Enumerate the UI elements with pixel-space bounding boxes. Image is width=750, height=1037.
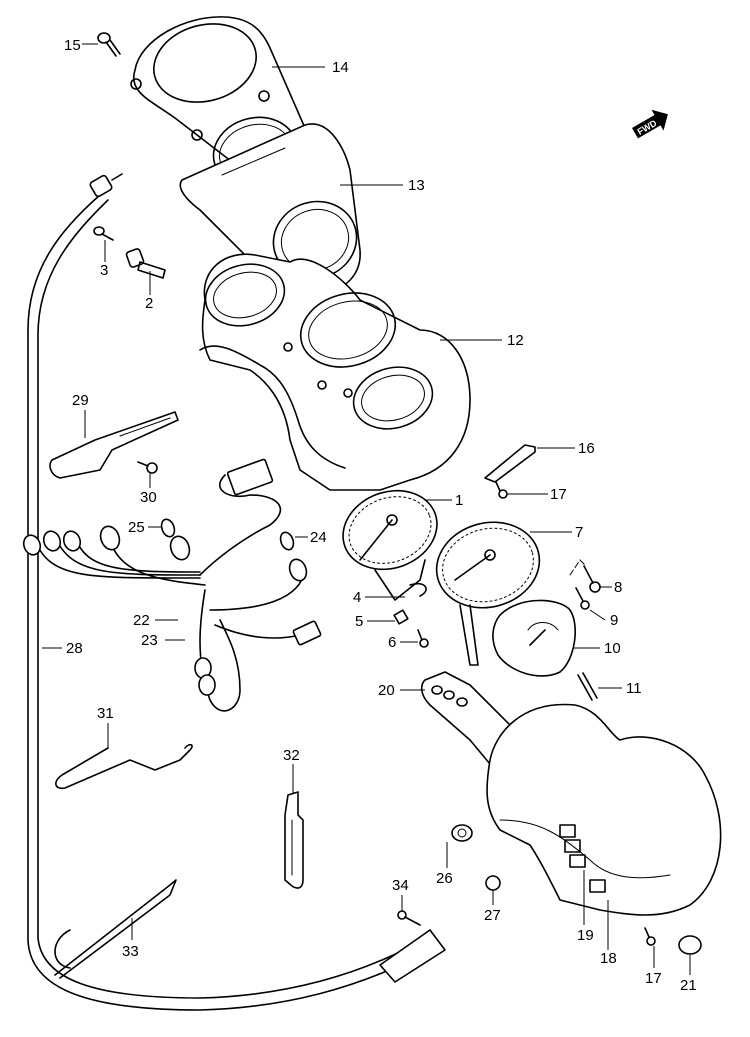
callout-15: 15 [64, 37, 81, 54]
callout-33: 33 [122, 943, 139, 960]
part-30-screw [137, 461, 158, 474]
part-11-screw [577, 672, 598, 701]
callout-19: 19 [577, 927, 594, 944]
part-17-screw-lower [644, 927, 656, 946]
part-8-screw [569, 559, 601, 593]
part-34-screw [397, 910, 421, 926]
part-5-connector [393, 609, 409, 625]
part-9-screw [575, 587, 590, 610]
callout-21: 21 [680, 977, 697, 994]
callout-28: 28 [66, 640, 83, 657]
callout-13: 13 [408, 177, 425, 194]
callout-34: 34 [392, 877, 409, 894]
callout-17-lower: 17 [645, 970, 662, 987]
callout-24: 24 [310, 529, 327, 546]
callout-3: 3 [100, 262, 108, 279]
part-17-screw [495, 481, 508, 499]
callout-23: 23 [141, 632, 158, 649]
callout-17: 17 [550, 486, 567, 503]
leader-lines [42, 43, 691, 975]
callout-30: 30 [140, 489, 157, 506]
part-21-cushion [678, 935, 702, 955]
callout-1: 1 [455, 492, 463, 509]
callout-14: 14 [332, 59, 349, 76]
part-15-screw [97, 32, 121, 57]
callout-labels: 15 14 13 3 2 12 29 30 16 17 1 7 25 24 8 … [64, 37, 697, 994]
part-25-bulb [160, 518, 176, 538]
part-18-lower-case [486, 703, 722, 916]
part-4-wire-clip [409, 582, 427, 597]
part-27-nut [485, 875, 501, 891]
callout-11: 11 [626, 680, 642, 697]
part-29-cable-guide [49, 411, 179, 479]
callout-22: 22 [133, 612, 150, 629]
callout-16: 16 [578, 440, 595, 457]
callout-27: 27 [484, 907, 501, 924]
callout-4: 4 [353, 589, 361, 606]
part-12-meter-case [199, 253, 471, 491]
part-23-socket [194, 657, 216, 696]
callout-31: 31 [97, 705, 114, 722]
callout-12: 12 [507, 332, 524, 349]
callout-6: 6 [388, 634, 396, 651]
part-7-speedometer-gauge [435, 521, 541, 666]
callout-8: 8 [614, 579, 622, 596]
callout-20: 20 [378, 682, 395, 699]
callout-26: 26 [436, 870, 453, 887]
part-1-tachometer-gauge [342, 489, 438, 601]
forward-arrow-icon: FWD [632, 109, 668, 139]
callout-9: 9 [610, 612, 618, 629]
part-10-fuel-gauge [492, 599, 576, 677]
part-26-grommet [451, 824, 473, 842]
callout-5: 5 [355, 613, 363, 630]
part-33-cable-tie [54, 879, 177, 979]
part-31-wire-clamp [55, 743, 193, 790]
callout-32: 32 [283, 747, 300, 764]
part-16-bracket [484, 444, 536, 483]
part-32-clamp [284, 791, 304, 889]
callout-25: 25 [128, 519, 145, 536]
part-24-bulb [279, 531, 295, 551]
part-2-knob [125, 248, 166, 279]
part-3-screw [93, 226, 114, 241]
callout-7: 7 [575, 524, 583, 541]
callout-10: 10 [604, 640, 621, 657]
callout-18: 18 [600, 950, 617, 967]
callout-2: 2 [145, 295, 153, 312]
callout-29: 29 [72, 392, 89, 409]
part-6-screw [417, 629, 429, 648]
part-28-speedometer-cable [27, 173, 446, 1011]
part-22-wiring-harness [22, 458, 322, 712]
